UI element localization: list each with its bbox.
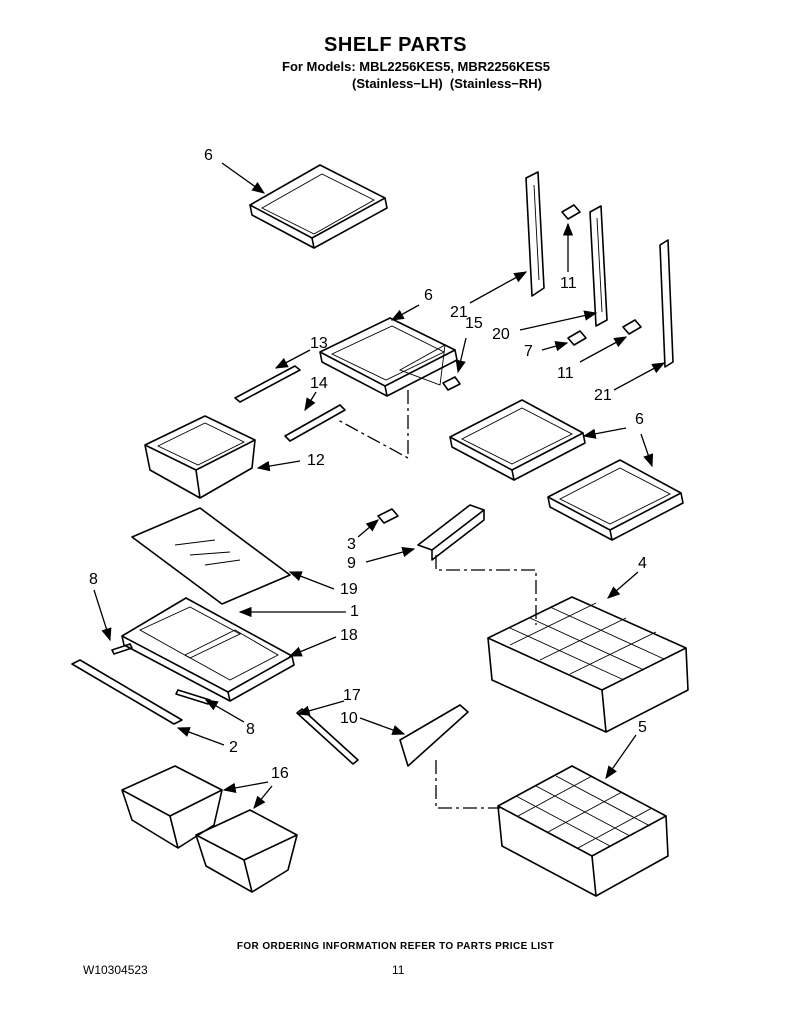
callout-4: 4 [638, 555, 647, 572]
page-number: 11 [392, 963, 405, 977]
callout-11: 11 [557, 365, 574, 382]
clip-part-8-right [175, 689, 211, 705]
slide-part-13 [234, 365, 301, 403]
wire-basket-part-5 [497, 765, 669, 897]
bin-part-9 [417, 504, 485, 561]
callout-7: 7 [524, 343, 533, 360]
callout-15: 15 [465, 315, 483, 332]
callout-18: 18 [340, 627, 358, 644]
callout-8: 8 [89, 571, 98, 588]
callout-21: 21 [450, 304, 468, 321]
screw-part-7 [567, 330, 587, 346]
callout-13: 13 [310, 335, 328, 352]
callout-21: 21 [594, 387, 612, 404]
page-title: SHELF PARTS [324, 34, 467, 56]
callout-6: 6 [635, 411, 644, 428]
callout-20: 20 [492, 326, 510, 343]
divider-part-10 [399, 704, 469, 767]
slide-part-14 [284, 404, 346, 442]
clip-part-8-left [111, 643, 133, 655]
callout-6: 6 [424, 287, 433, 304]
callout-11: 11 [560, 275, 577, 292]
screw-part-11-top [561, 204, 581, 220]
shelf-part-6-right-a [449, 399, 586, 481]
callout-1: 1 [350, 603, 359, 620]
document-number: W10304523 [83, 963, 148, 977]
callout-3: 3 [347, 536, 356, 553]
callout-2: 2 [229, 739, 238, 756]
trim-part-2 [71, 659, 183, 725]
crisper-pan-part-16-b [195, 809, 298, 893]
screw-part-11-bottom [622, 319, 642, 335]
ordering-notice: FOR ORDERING INFORMATION REFER TO PARTS … [236, 941, 555, 952]
frame-part-18 [121, 597, 295, 702]
callout-19: 19 [340, 581, 358, 598]
callout-8: 8 [246, 721, 255, 738]
screw-part-15 [442, 376, 461, 391]
drawer-part-12 [144, 415, 256, 499]
callout-16: 16 [271, 765, 289, 782]
callout-12: 12 [307, 452, 325, 469]
shelf-part-6-right-b [547, 459, 684, 541]
variants-line: (Stainless−LH) (Stainless−RH) [352, 76, 542, 91]
crisper-pan-part-16-a [121, 765, 223, 849]
callout-10: 10 [340, 710, 358, 727]
glass-part-19 [131, 507, 291, 605]
rail-part-21-left [525, 171, 545, 297]
callout-9: 9 [347, 555, 356, 572]
screw-part-3 [377, 508, 399, 524]
leader-lines [93, 162, 666, 810]
callout-17: 17 [343, 687, 361, 704]
callout-5: 5 [638, 719, 647, 736]
callout-6: 6 [204, 147, 213, 164]
shelf-part-6-middle [319, 317, 458, 397]
rail-part-21-right [659, 239, 674, 368]
wire-basket-part-4 [487, 596, 689, 733]
rail-part-20 [589, 205, 608, 327]
callout-14: 14 [310, 375, 328, 392]
models-line: For Models: MBL2256KES5, MBR2256KES5 [282, 59, 551, 74]
assembly-lines [337, 390, 537, 809]
shelf-part-6-top [249, 164, 388, 249]
